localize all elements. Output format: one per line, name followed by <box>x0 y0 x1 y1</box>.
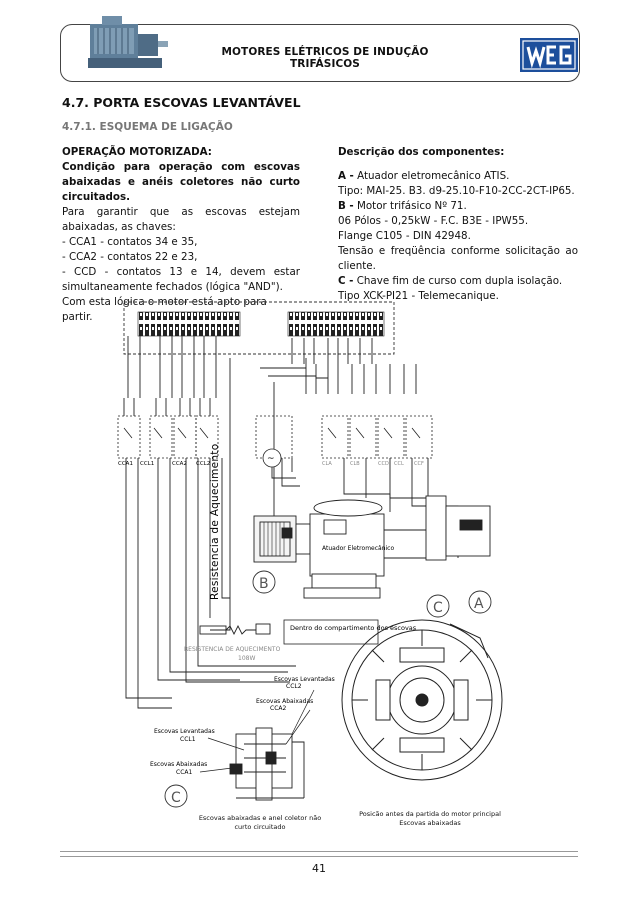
switch-label-clb: CLB <box>350 461 360 467</box>
switch-label-cca1: CCA1 <box>118 461 133 467</box>
switch-label-ccd: CCD <box>378 461 389 467</box>
operation-intro: Para garantir que as escovas estejam aba… <box>62 206 300 233</box>
component-b-line4: Tensão e freqüência conforme solicitação… <box>338 245 578 272</box>
label-ccl1: CCL1 <box>180 736 196 743</box>
svg-text:A: A <box>474 596 484 612</box>
component-b: B - Motor trifásico Nº 71. <box>338 200 467 212</box>
terminal-box <box>123 301 395 355</box>
component-c-type: Tipo XCK-PI21 - Telemecanique. <box>338 290 499 302</box>
header-title: MOTORES ELÉTRICOS DE INDUÇÃO TRIFÁSICOS <box>221 46 429 70</box>
component-b-line3: Flange C105 - DIN 42948. <box>338 230 471 242</box>
caption-left-box: Escovas abaixadas e anel coletor não cur… <box>198 814 322 831</box>
callout-b <box>252 570 276 594</box>
caption-right-box: Posicão antes da partida do motor princi… <box>359 810 501 827</box>
switch-label-ccf: CCF <box>414 461 424 467</box>
label-leaders <box>199 689 315 773</box>
component-c: C - Chave fim de curso com dupla isolaçã… <box>338 275 563 287</box>
switch-label-ccl1: CCL1 <box>140 461 154 467</box>
components-text: Descrição dos componentes: A - Atuador e… <box>338 145 578 304</box>
switch-label-ccl: CCL <box>394 461 404 467</box>
lower-mechanism <box>229 727 305 801</box>
compartment-box <box>283 619 379 645</box>
callout-c-bottom <box>164 784 188 808</box>
switch-label-ccl2: CCL2 <box>196 461 210 467</box>
caption-right: Posicão antes da partida do motor princi… <box>359 810 501 827</box>
heater-power: 108W <box>238 655 255 662</box>
terminal-strip-left <box>137 311 241 337</box>
components-title: Descrição dos componentes: <box>338 146 505 158</box>
switch-label-cca2: CCA2 <box>172 461 187 467</box>
footer-rule <box>60 851 578 857</box>
label-abaixadas-ca1: Escovas Abaixadas <box>150 761 207 768</box>
terminal-strip-right <box>287 311 385 337</box>
motor-symbol <box>262 448 282 468</box>
section-heading: 4.7. PORTA ESCOVAS LEVANTÁVEL <box>62 95 301 110</box>
operation-condition: Condição para operação com escovas abaix… <box>62 161 300 203</box>
component-b-line2: 06 Pólos - 0,25kW - F.C. B3E - IPW55. <box>338 215 529 227</box>
callout-c-top <box>426 594 450 618</box>
component-a-type: Tipo: MAI-25. B3. d9-25.10-F10-2CC-2CT-I… <box>338 185 575 197</box>
label-levantadas-cl1: Escovas Levantadas <box>154 728 215 735</box>
caption-left: Escovas abaixadas e anel coletor não cur… <box>198 814 322 831</box>
brush-holder-disc <box>341 619 503 781</box>
switch-group-right <box>255 415 433 459</box>
label-levantadas-cl2: Escovas Levantadas <box>274 676 335 683</box>
callout-a <box>468 590 492 614</box>
label-ccl2: CCL2 <box>286 683 302 690</box>
heater-resistor <box>199 623 271 636</box>
actuator-assembly <box>253 495 491 599</box>
svg-text:~: ~ <box>267 454 275 464</box>
svg-text:C: C <box>433 600 443 616</box>
switch-group-left <box>117 415 219 459</box>
operation-title: OPERAÇÃO MOTORIZADA: <box>62 146 212 158</box>
switch-item-cca2: - CCA2 - contatos 22 e 23, <box>62 251 198 263</box>
label-abaixadas-ca2: Escovas Abaixadas <box>256 698 313 705</box>
component-a: A - Atuador eletromecânico ATIS. <box>338 170 510 182</box>
switch-label-cla: CLA <box>322 461 332 467</box>
heater-vertical-label: Resistencia de Aquecimento <box>209 444 221 600</box>
wiring-diagram: CCA1 CCL1 CCA2 CCL2 ~ CLA CLB CCD CCL CC… <box>117 301 503 831</box>
label-cca2: CCA2 <box>270 705 286 712</box>
weg-logo <box>520 38 578 72</box>
switch-item-ccd: - CCD - contatos 13 e 14, devem estar si… <box>62 266 300 293</box>
operation-text: OPERAÇÃO MOTORIZADA: Condição para opera… <box>62 145 300 325</box>
svg-text:C: C <box>171 790 181 806</box>
switch-item-cca1: - CCA1 - contatos 34 e 35, <box>62 236 198 248</box>
page-number: 41 <box>312 862 326 875</box>
svg-text:B: B <box>259 576 269 592</box>
actuator-label: Atuador Eletromecânico <box>322 545 394 552</box>
compartment-label: Dentro do compartimento dos escovas <box>290 624 417 632</box>
section-subheading: 4.7.1. ESQUEMA DE LIGAÇÃO <box>62 121 233 133</box>
motor-photo <box>88 16 168 68</box>
label-cca1: CCA1 <box>176 769 192 776</box>
heater-label: RESISTENCIA DE AQUECIMENTO <box>184 646 281 653</box>
